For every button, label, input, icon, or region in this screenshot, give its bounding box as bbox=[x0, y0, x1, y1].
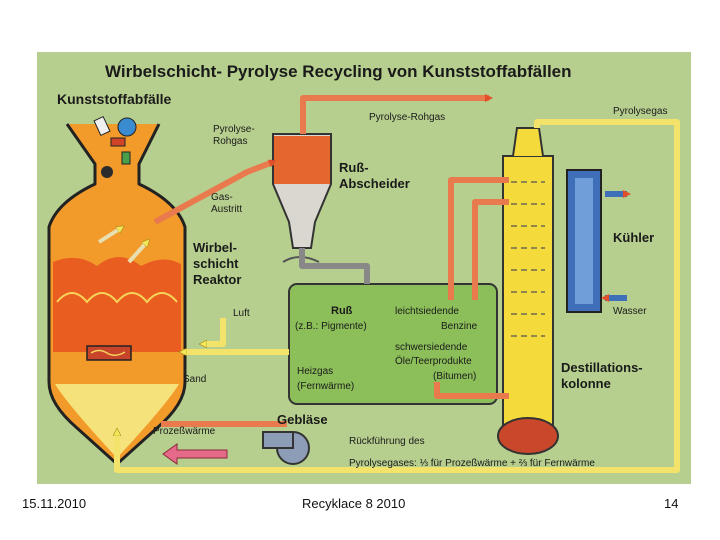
product-heavy-2: Öle/Teerprodukte bbox=[395, 355, 472, 367]
pyrolysis-diagram: Wirbelschicht- Pyrolyse Recycling von Ku… bbox=[37, 52, 691, 484]
distillation-column bbox=[497, 127, 559, 455]
label-gas-outlet-2: Austritt bbox=[211, 204, 242, 215]
blower bbox=[262, 431, 310, 465]
plastic-waste-pieces bbox=[93, 115, 137, 178]
label-gas-outlet-1: Gas- bbox=[211, 192, 233, 203]
product-light-2: Benzine bbox=[441, 321, 478, 332]
label-distillation-2: kolonne bbox=[561, 376, 611, 391]
diagram-title: Wirbelschicht- Pyrolyse Recycling von Ku… bbox=[105, 62, 572, 81]
label-reactor-2: schicht bbox=[193, 256, 239, 271]
label-cooler: Kühler bbox=[613, 230, 654, 245]
footer-date: 15.11.2010 bbox=[22, 496, 87, 511]
label-recirculation-2: Pyrolysegases: ⅓ für Prozeßwärme + ⅔ für… bbox=[349, 458, 595, 469]
product-soot: Ruß bbox=[331, 305, 353, 317]
label-air: Luft bbox=[233, 308, 250, 319]
label-reactor-1: Wirbel- bbox=[193, 240, 237, 255]
label-soot-separator-1: Ruß- bbox=[339, 160, 369, 175]
label-soot-separator-2: Abscheider bbox=[339, 176, 410, 191]
product-light-1: leichtsiedende bbox=[395, 306, 459, 317]
soot-separator bbox=[272, 133, 332, 263]
product-bitumen: (Bitumen) bbox=[433, 371, 476, 382]
footer-title: Recyklace 8 2010 bbox=[302, 496, 406, 511]
diagram-labels: Pyrolyse- Rohgas Gas- Austritt Pyrolyse-… bbox=[153, 106, 667, 469]
label-blower: Gebläse bbox=[277, 412, 328, 427]
orange-flow-lines bbox=[153, 94, 509, 427]
label-raw-gas-top: Pyrolyse-Rohgas bbox=[369, 112, 445, 123]
process-heat-arrow bbox=[162, 443, 228, 465]
label-distillation-1: Destillations- bbox=[561, 360, 643, 375]
label-waste: Kunststoffabfälle bbox=[57, 91, 172, 107]
yellow-flow-lines bbox=[117, 119, 680, 473]
label-recirculation-1: Rückführung des bbox=[349, 436, 425, 447]
label-water: Wasser bbox=[613, 306, 647, 317]
label-pyrolysis-gases: Pyrolysegas bbox=[613, 106, 667, 117]
label-sand: Sand bbox=[183, 374, 206, 385]
footer-page-number: 14 bbox=[664, 496, 679, 511]
product-heating-gas-1: Heizgas bbox=[297, 366, 333, 377]
label-pyrolysis-gas-left-2: Rohgas bbox=[213, 136, 247, 147]
soot-flow-line bbox=[299, 248, 370, 284]
product-heavy-1: schwersiedende bbox=[395, 342, 468, 353]
label-pyrolysis-gas-left-1: Pyrolyse- bbox=[213, 124, 255, 135]
product-pigments: (z.B.: Pigmente) bbox=[295, 321, 367, 332]
products-box bbox=[288, 283, 498, 405]
label-process-heat: Prozeßwärme bbox=[153, 426, 216, 437]
product-heating-gas-2: (Fernwärme) bbox=[297, 381, 354, 392]
label-reactor-3: Reaktor bbox=[193, 272, 241, 287]
cooler bbox=[566, 169, 631, 313]
